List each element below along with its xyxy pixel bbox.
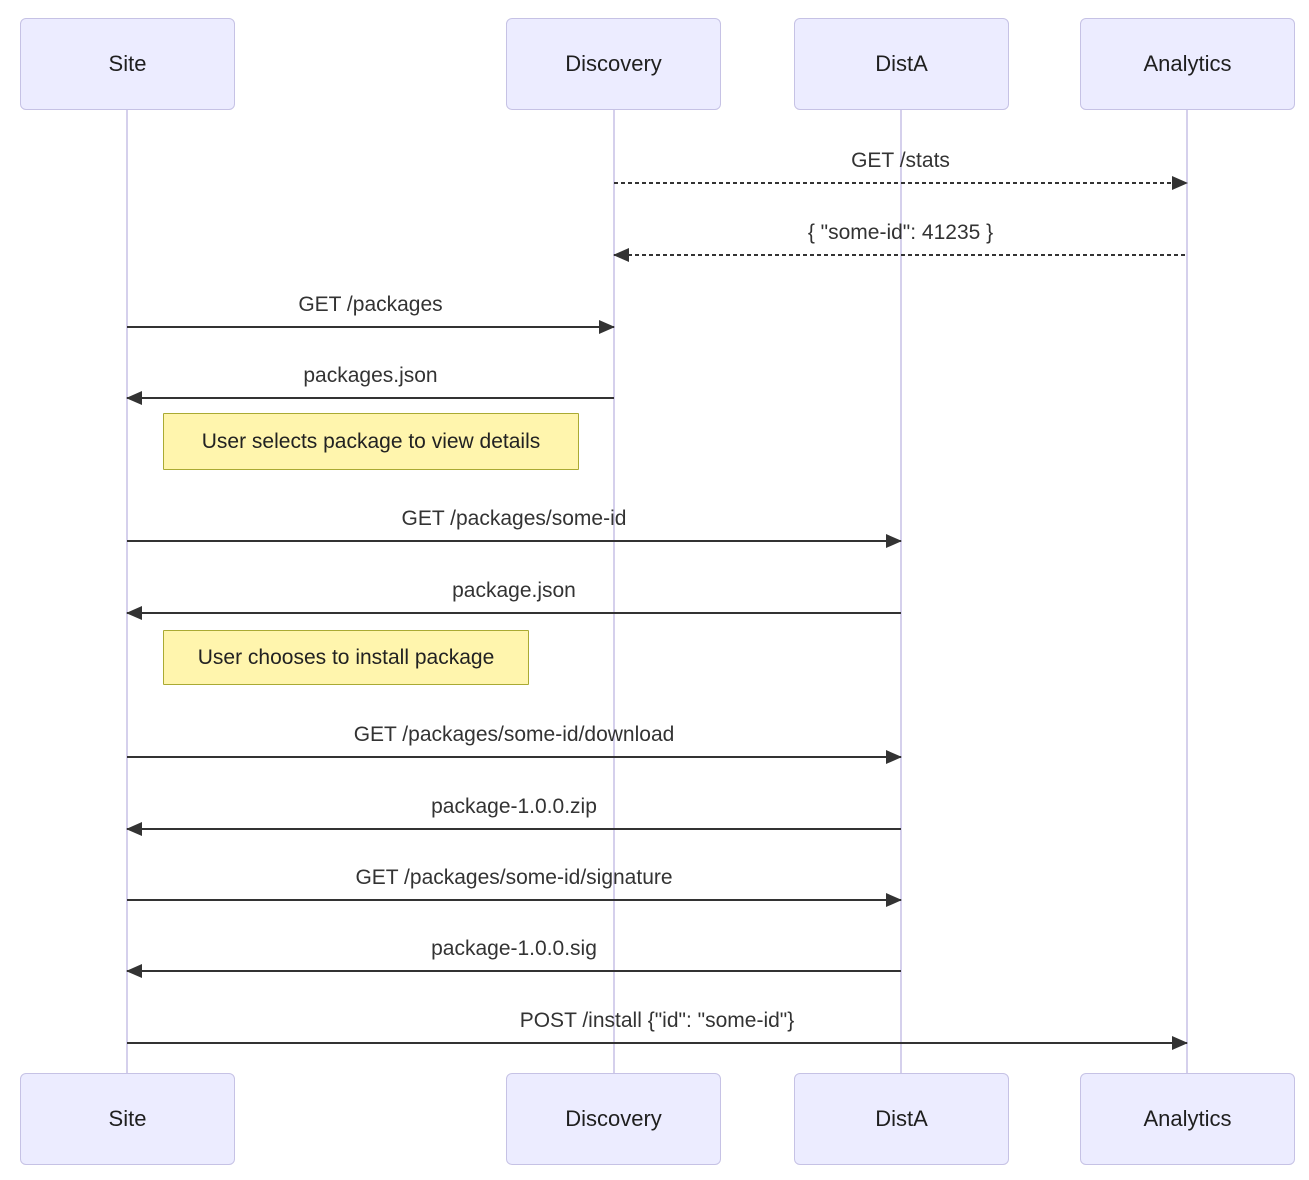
arrow-line	[127, 326, 614, 328]
message-package-sig: package-1.0.0.sig	[126, 934, 901, 978]
arrow-line	[127, 612, 901, 614]
message-post-install: POST /install {"id": "some-id"}	[127, 1006, 1188, 1050]
arrow-line	[127, 1042, 1187, 1044]
lifeline-analytics	[1186, 110, 1188, 1074]
actor-box-site-bottom: Site	[20, 1073, 235, 1165]
message-packages-json: packages.json	[126, 361, 614, 405]
message-label: package.json	[452, 579, 576, 602]
actor-box-analytics-top: Analytics	[1080, 18, 1295, 110]
lifeline-discovery	[613, 110, 615, 1074]
arrowhead-right-icon	[886, 893, 902, 907]
arrow-line	[614, 182, 1187, 184]
message-label: package-1.0.0.zip	[431, 795, 597, 818]
arrowhead-left-icon	[613, 248, 629, 262]
message-package-zip: package-1.0.0.zip	[126, 792, 901, 836]
actor-box-discovery-top: Discovery	[506, 18, 721, 110]
arrow-line	[127, 970, 901, 972]
arrowhead-left-icon	[126, 391, 142, 405]
actor-box-site-top: Site	[20, 18, 235, 110]
arrowhead-right-icon	[1172, 1036, 1188, 1050]
message-get-package-some-id: GET /packages/some-id	[127, 504, 902, 548]
note-label: User chooses to install package	[197, 645, 495, 669]
message-label: package-1.0.0.sig	[431, 937, 597, 960]
message-get-download: GET /packages/some-id/download	[127, 720, 902, 764]
note-install-package: User chooses to install package	[163, 630, 529, 685]
message-some-id-response: { "some-id": 41235 }	[613, 218, 1187, 262]
actor-box-dista-bottom: DistA	[794, 1073, 1009, 1165]
arrowhead-right-icon	[886, 534, 902, 548]
actor-label: Discovery	[565, 51, 662, 76]
actor-label: DistA	[875, 51, 928, 76]
arrow-line	[127, 828, 901, 830]
message-label: GET /packages/some-id	[401, 507, 627, 530]
arrowhead-right-icon	[886, 750, 902, 764]
arrow-line	[614, 254, 1187, 256]
message-label: GET /packages/some-id/signature	[355, 866, 673, 889]
message-label: packages.json	[303, 364, 438, 387]
note-label: User selects package to view details	[201, 429, 541, 453]
arrowhead-left-icon	[126, 606, 142, 620]
message-label: GET /stats	[851, 149, 950, 172]
arrowhead-left-icon	[126, 822, 142, 836]
message-label: GET /packages	[298, 293, 443, 316]
actor-box-discovery-bottom: Discovery	[506, 1073, 721, 1165]
actor-box-dista-top: DistA	[794, 18, 1009, 110]
message-label: GET /packages/some-id/download	[353, 723, 675, 746]
arrowhead-right-icon	[599, 320, 615, 334]
actor-label: Analytics	[1143, 51, 1232, 76]
message-label: POST /install {"id": "some-id"}	[519, 1009, 795, 1032]
arrow-line	[127, 899, 901, 901]
lifeline-dista	[900, 110, 902, 1074]
arrow-line	[127, 540, 901, 542]
message-package-json: package.json	[126, 576, 901, 620]
note-select-package: User selects package to view details	[163, 413, 579, 470]
message-get-packages: GET /packages	[127, 290, 615, 334]
arrow-line	[127, 756, 901, 758]
actor-label: Site	[108, 51, 147, 76]
actor-label: Discovery	[565, 1106, 662, 1131]
actor-label: Analytics	[1143, 1106, 1232, 1131]
actor-label: Site	[108, 1106, 147, 1131]
actor-box-analytics-bottom: Analytics	[1080, 1073, 1295, 1165]
lifeline-site	[126, 110, 128, 1074]
arrow-line	[127, 397, 614, 399]
arrowhead-left-icon	[126, 964, 142, 978]
arrowhead-right-icon	[1172, 176, 1188, 190]
actor-label: DistA	[875, 1106, 928, 1131]
message-get-signature: GET /packages/some-id/signature	[127, 863, 902, 907]
message-label: { "some-id": 41235 }	[807, 221, 994, 244]
message-get-stats: GET /stats	[614, 146, 1188, 190]
